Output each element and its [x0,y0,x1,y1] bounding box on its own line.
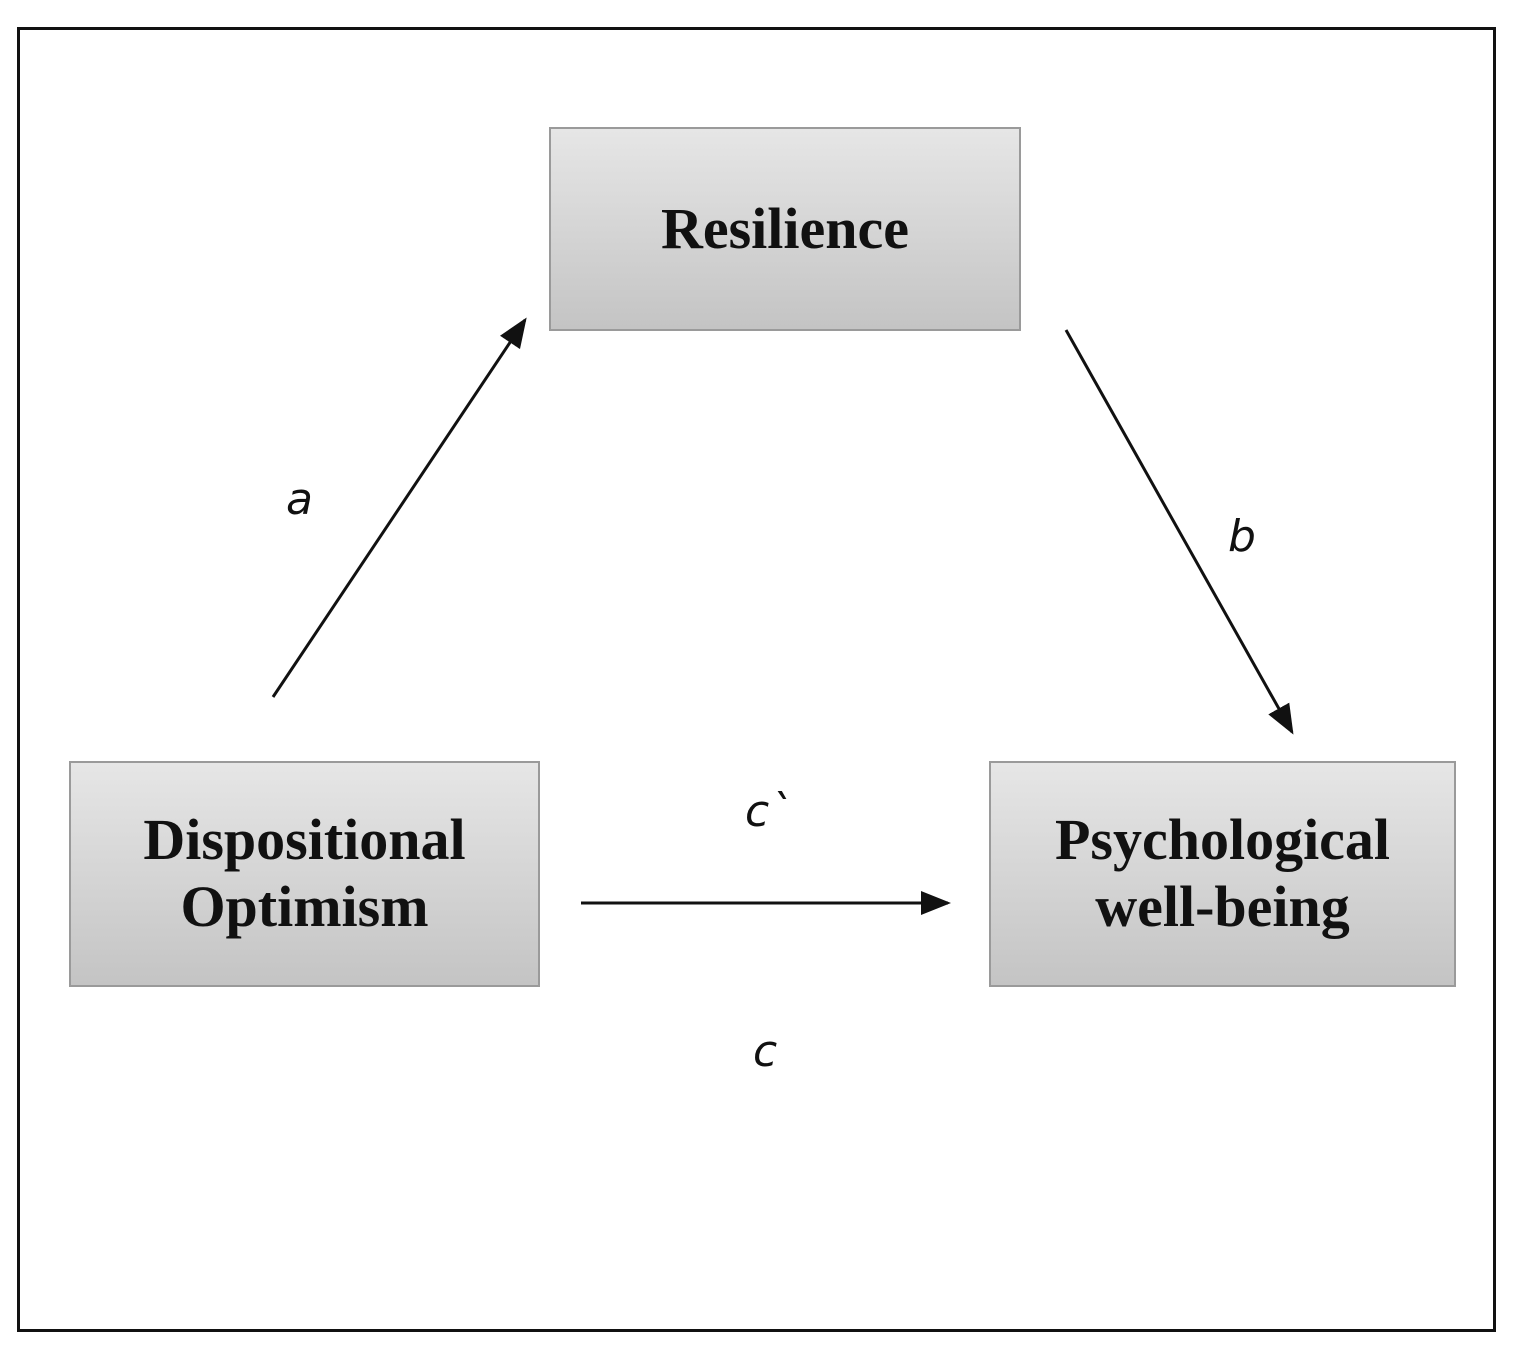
path-label-c-prime: c` [745,786,792,837]
arrow-b [1064,329,1294,735]
node-psychological-well-being: Psychological well-being [989,761,1456,987]
node-resilience: Resilience [549,127,1021,331]
path-label-c: c [753,1026,778,1077]
path-label-b: b [1228,511,1256,562]
node-optimism-label-line1: Dispositional [143,807,466,873]
node-wellbeing-label-line1: Psychological [1054,807,1391,873]
path-label-a: a [286,474,313,525]
node-resilience-label: Resilience [660,195,910,261]
node-optimism-label-line2: Optimism [180,874,429,939]
node-wellbeing-label-line2: well-being [1095,874,1350,939]
arrow-a [271,317,527,698]
node-dispositional-optimism: Dispositional Optimism [69,761,540,987]
